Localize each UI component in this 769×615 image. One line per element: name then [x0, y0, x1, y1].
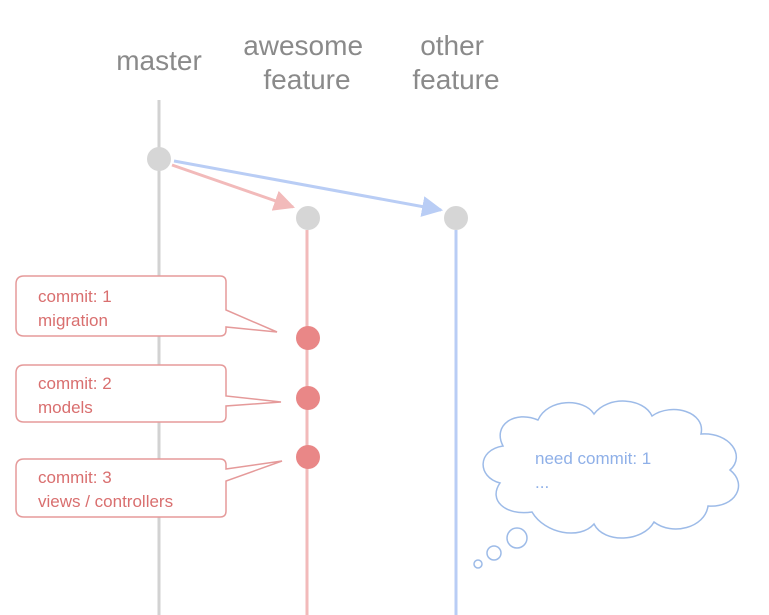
thought-dot-large	[506, 527, 528, 549]
branch-arrow-awesome-feature	[171, 163, 295, 211]
branch-label-other-feature: other feature	[412, 30, 499, 95]
thought-text: need commit: 1 ...	[535, 449, 656, 492]
commit-awesome-1	[296, 326, 320, 350]
branch-label-master: master	[116, 45, 202, 76]
callout-commit-2	[15, 364, 282, 423]
branch-label-awesome-line-1: awesome	[243, 30, 363, 61]
thought-cloud	[482, 400, 740, 539]
callout-commit-3	[15, 458, 283, 518]
callout-commit-1	[15, 275, 278, 337]
callout-commit-3-text: commit: 3 views / controllers	[38, 468, 173, 511]
commit-master-base	[147, 147, 171, 171]
thought-line-2: ...	[535, 473, 549, 492]
branch-arrow-other-feature	[173, 159, 444, 217]
branch-label-awesome-line-2: feature	[263, 64, 350, 95]
thought-dot-medium	[486, 545, 502, 561]
callout-commit-1-line-1: commit: 1	[38, 287, 112, 306]
commit-awesome-3	[296, 445, 320, 469]
branch-label-other-line-2: feature	[412, 64, 499, 95]
branch-label-master-line-1: master	[116, 45, 202, 76]
thought-bubble: need commit: 1 ...	[473, 400, 740, 569]
callout-commit-1-text: commit: 1 migration	[38, 287, 116, 330]
callout-commit-3-line-2: views / controllers	[38, 492, 173, 511]
commit-awesome-2	[296, 386, 320, 410]
callout-commit-3-line-1: commit: 3	[38, 468, 112, 487]
thought-dot-small	[473, 559, 483, 569]
callout-commit-2-line-2: models	[38, 398, 93, 417]
callout-commit-2-line-1: commit: 2	[38, 374, 112, 393]
commit-other-start	[444, 206, 468, 230]
branch-label-other-line-1: other	[420, 30, 484, 61]
callout-commit-1-line-2: migration	[38, 311, 108, 330]
branch-label-awesome-feature: awesome feature	[243, 30, 371, 95]
commit-awesome-start	[296, 206, 320, 230]
thought-line-1: need commit: 1	[535, 449, 651, 468]
callout-commit-2-text: commit: 2 models	[38, 374, 116, 417]
